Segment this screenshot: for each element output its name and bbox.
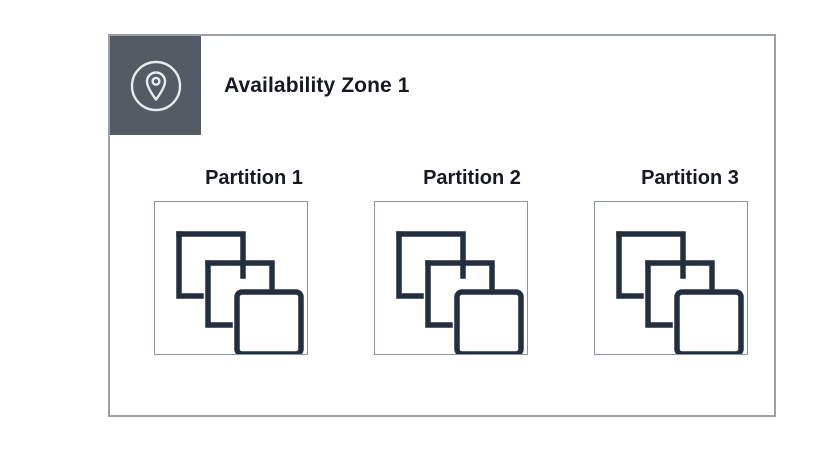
location-pin-icon <box>128 58 184 114</box>
partition-box <box>374 201 528 355</box>
availability-zone-title: Availability Zone 1 <box>224 73 410 97</box>
partition-label: Partition 1 <box>205 167 303 189</box>
partition-item: Partition 2 <box>364 135 580 419</box>
partition-item: Partition 1 <box>146 135 362 419</box>
partition-label: Partition 2 <box>423 167 521 189</box>
partitions-row: Partition 1 Partition 2 <box>110 135 774 419</box>
partition-box <box>594 201 748 355</box>
availability-zone-frame: Availability Zone 1 Partition 1 <box>108 34 776 417</box>
partition-label: Partition 3 <box>641 167 739 189</box>
availability-zone-badge <box>110 36 201 135</box>
partition-box <box>154 201 308 355</box>
partition-item: Partition 3 <box>582 135 798 419</box>
